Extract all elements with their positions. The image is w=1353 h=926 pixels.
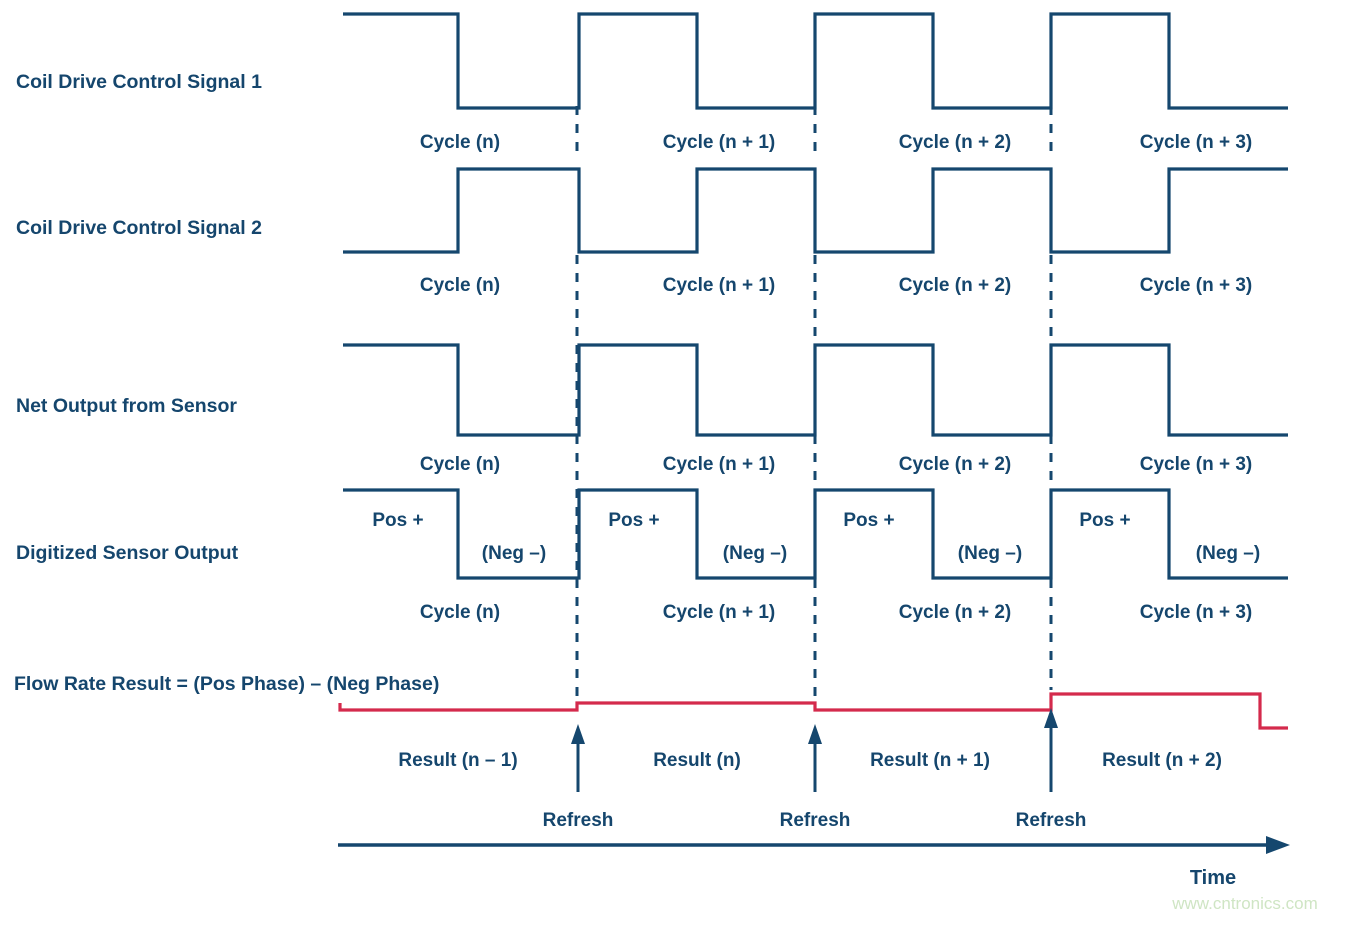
cycle-label-coil2-n: Cycle (n) bbox=[420, 275, 500, 296]
cycle-label-dig-n1: Cycle (n + 1) bbox=[663, 602, 775, 623]
refresh-arrow-head-2 bbox=[808, 724, 822, 744]
refresh-arrow-head-1 bbox=[571, 724, 585, 744]
refresh-marker-2: Refresh bbox=[780, 724, 851, 831]
cycle-label-dig-n: Cycle (n) bbox=[420, 602, 500, 623]
phase-label-neg-3: (Neg –) bbox=[958, 543, 1022, 564]
waveform-flow-rate-result bbox=[338, 692, 1288, 730]
phase-label-pos-1: Pos + bbox=[372, 510, 423, 531]
cycle-label-net-n1: Cycle (n + 1) bbox=[663, 454, 775, 475]
refresh-arrow-head-3 bbox=[1044, 708, 1058, 728]
result-label-n-plus-1: Result (n + 1) bbox=[870, 750, 990, 771]
refresh-label-1: Refresh bbox=[543, 810, 614, 831]
waveform-coil-drive-1 bbox=[343, 12, 1288, 110]
cycle-label-net-n2: Cycle (n + 2) bbox=[899, 454, 1011, 475]
phase-label-pos-4: Pos + bbox=[1079, 510, 1130, 531]
row-label-coil-drive-1: Coil Drive Control Signal 1 bbox=[16, 71, 262, 93]
time-axis-label: Time bbox=[1190, 867, 1236, 889]
phase-label-pos-2: Pos + bbox=[608, 510, 659, 531]
row-label-coil-drive-2: Coil Drive Control Signal 2 bbox=[16, 217, 262, 239]
waveform-coil-drive-2 bbox=[343, 167, 1288, 254]
phase-label-neg-1: (Neg –) bbox=[482, 543, 546, 564]
cycle-label-coil2-n3: Cycle (n + 3) bbox=[1140, 275, 1252, 296]
phase-label-pos-3: Pos + bbox=[843, 510, 894, 531]
time-axis-arrow-head bbox=[1266, 836, 1290, 854]
phase-label-neg-4: (Neg –) bbox=[1196, 543, 1260, 564]
refresh-marker-3: Refresh bbox=[1016, 708, 1087, 831]
result-label-n: Result (n) bbox=[653, 750, 741, 771]
cycle-label-coil1-n2: Cycle (n + 2) bbox=[899, 132, 1011, 153]
refresh-label-2: Refresh bbox=[780, 810, 851, 831]
phase-label-neg-2: (Neg –) bbox=[723, 543, 787, 564]
row-label-digitized-output: Digitized Sensor Output bbox=[16, 542, 239, 564]
cycle-label-net-n3: Cycle (n + 3) bbox=[1140, 454, 1252, 475]
cycle-label-coil2-n1: Cycle (n + 1) bbox=[663, 275, 775, 296]
refresh-label-3: Refresh bbox=[1016, 810, 1087, 831]
cycle-label-coil1-n: Cycle (n) bbox=[420, 132, 500, 153]
row-label-flow-rate-result: Flow Rate Result = (Pos Phase) – (Neg Ph… bbox=[14, 673, 439, 695]
result-label-n-plus-2: Result (n + 2) bbox=[1102, 750, 1222, 771]
watermark-label: www.cntronics.com bbox=[1171, 894, 1317, 913]
time-axis: Time bbox=[338, 836, 1290, 889]
cycle-label-coil2-n2: Cycle (n + 2) bbox=[899, 275, 1011, 296]
result-label-n-minus-1: Result (n – 1) bbox=[398, 750, 517, 771]
cycle-label-net-n: Cycle (n) bbox=[420, 454, 500, 475]
row-label-net-output: Net Output from Sensor bbox=[16, 395, 237, 417]
cycle-label-coil1-n1: Cycle (n + 1) bbox=[663, 132, 775, 153]
cycle-label-dig-n2: Cycle (n + 2) bbox=[899, 602, 1011, 623]
refresh-marker-1: Refresh bbox=[543, 724, 614, 831]
cycle-label-coil1-n3: Cycle (n + 3) bbox=[1140, 132, 1252, 153]
cycle-label-dig-n3: Cycle (n + 3) bbox=[1140, 602, 1252, 623]
